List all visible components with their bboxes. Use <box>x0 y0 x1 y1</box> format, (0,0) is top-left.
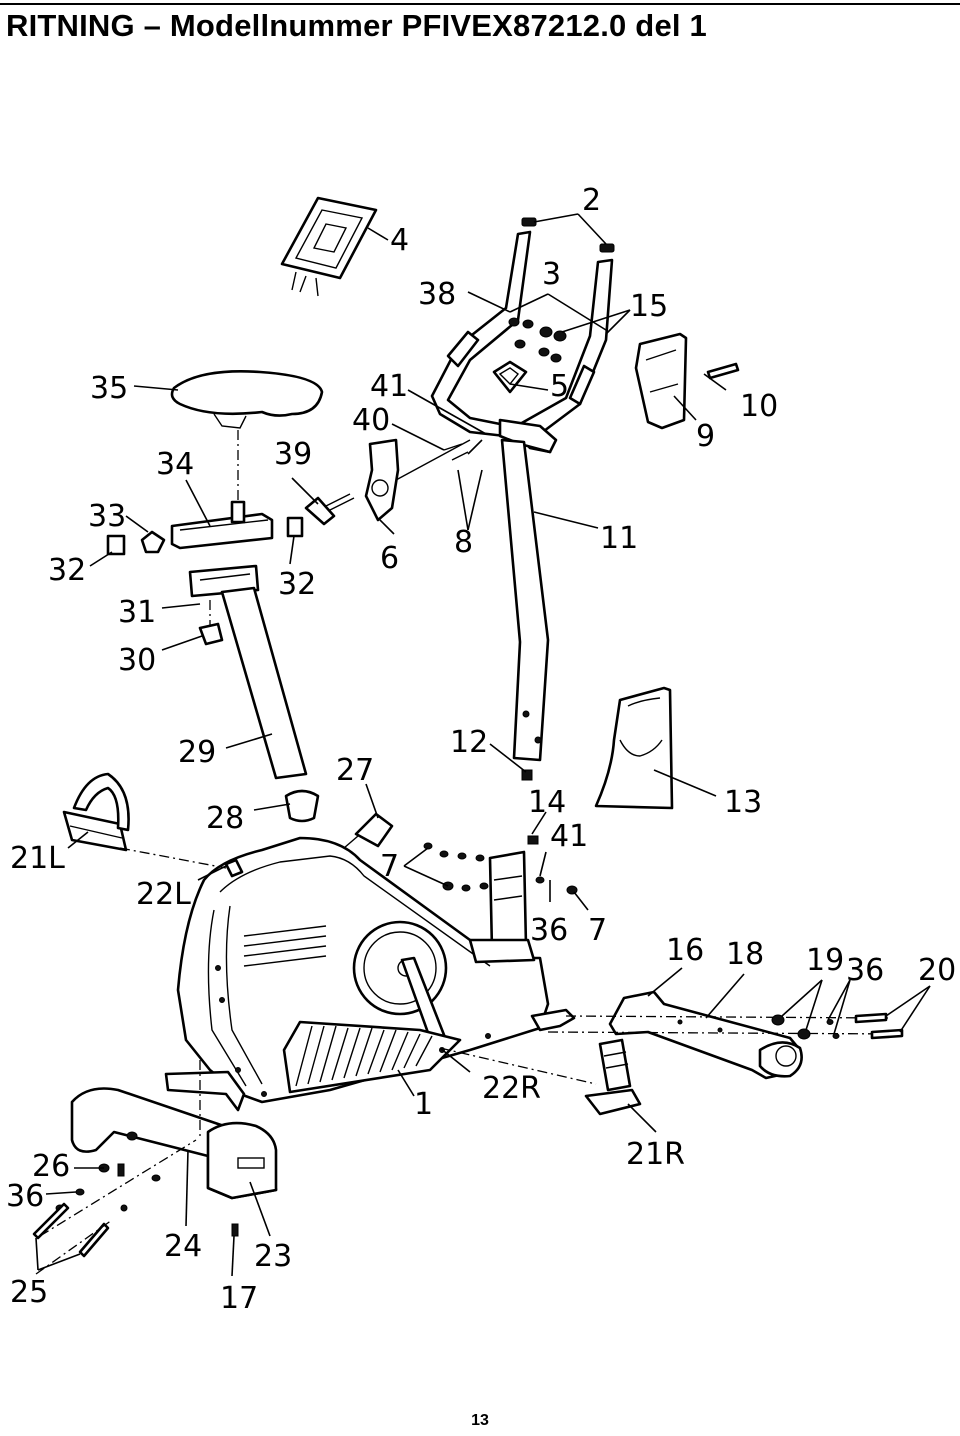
handlebar-cover-part <box>304 438 471 526</box>
callout-41-top: 41 <box>370 369 408 404</box>
callout-38: 38 <box>418 277 456 312</box>
upright-tube-part <box>500 438 550 781</box>
leader-lines <box>35 213 931 1277</box>
header-rule <box>0 3 960 5</box>
callout-22L: 22L <box>136 877 191 912</box>
callout-39: 39 <box>274 437 312 472</box>
callout-36-right: 36 <box>846 953 884 988</box>
callout-22R: 22R <box>482 1071 541 1106</box>
front-cover-part <box>594 686 674 810</box>
left-pedal-part <box>62 772 244 878</box>
callout-9: 9 <box>696 419 715 454</box>
handlebar-part <box>430 217 615 454</box>
callout-12: 12 <box>450 725 488 760</box>
callout-33: 33 <box>88 499 126 534</box>
callout-23: 23 <box>254 1239 292 1274</box>
callout-28: 28 <box>206 801 244 836</box>
callout-2: 2 <box>582 183 601 218</box>
callout-34: 34 <box>156 447 194 482</box>
callout-6: 6 <box>380 541 399 576</box>
callout-15: 15 <box>630 289 668 324</box>
front-stabilizer-part <box>547 990 904 1080</box>
seat-part <box>170 370 324 500</box>
callout-40: 40 <box>352 403 390 438</box>
callout-7-left: 7 <box>380 849 399 884</box>
page-title: RITNING – Modellnummer PFIVEX87212.0 del… <box>6 8 707 43</box>
callout-36-mid: 36 <box>530 913 568 948</box>
sensor-grip-part <box>634 332 740 430</box>
callout-29: 29 <box>178 735 216 770</box>
right-pedal-part <box>439 1038 642 1116</box>
main-frame-part <box>176 835 578 1104</box>
callout-24: 24 <box>164 1229 202 1264</box>
rear-stabilizer-part <box>32 1060 278 1275</box>
callout-27: 27 <box>336 753 374 788</box>
callout-32-left: 32 <box>48 553 86 588</box>
callout-5: 5 <box>550 369 569 404</box>
callout-41-bottom: 41 <box>550 819 588 854</box>
callout-30: 30 <box>118 643 156 678</box>
callout-21R: 21R <box>626 1137 685 1172</box>
callout-8: 8 <box>454 525 473 560</box>
callout-19: 19 <box>806 943 844 978</box>
callout-11: 11 <box>600 521 638 556</box>
callout-21L: 21L <box>10 841 65 876</box>
callout-1: 1 <box>414 1087 433 1122</box>
callout-36-left: 36 <box>6 1179 44 1214</box>
callout-4: 4 <box>390 223 409 258</box>
callout-32-right: 32 <box>278 567 316 602</box>
callout-26: 26 <box>32 1149 70 1184</box>
callout-31: 31 <box>118 595 156 630</box>
callout-17: 17 <box>220 1281 258 1316</box>
callout-20: 20 <box>918 953 956 988</box>
callout-10: 10 <box>740 389 778 424</box>
callout-18: 18 <box>726 937 764 972</box>
seat-slider-part <box>106 500 304 556</box>
page-number: 13 <box>471 1412 489 1429</box>
callout-25: 25 <box>10 1275 48 1310</box>
console-part <box>280 196 378 297</box>
bushing-part <box>284 789 394 849</box>
callout-13: 13 <box>724 785 762 820</box>
callout-7-right: 7 <box>588 913 607 948</box>
callout-35: 35 <box>90 371 128 406</box>
callout-16: 16 <box>666 933 704 968</box>
callout-labels: 2 4 3 38 15 35 41 5 10 40 9 34 39 33 8 1… <box>6 183 956 1316</box>
seat-post-part <box>188 564 308 780</box>
callout-14: 14 <box>528 785 566 820</box>
callout-3: 3 <box>542 257 561 292</box>
